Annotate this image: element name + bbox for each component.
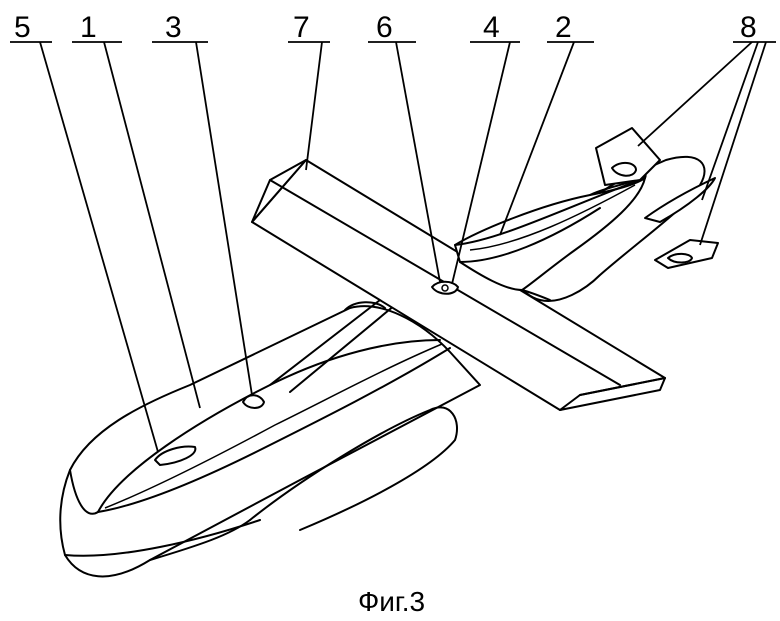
callout-8: 8 [740,11,757,44]
fuselage-side-panel [249,406,458,531]
side-tail-fin [644,177,716,223]
dorsal-fairing [454,169,647,301]
callout-7: 7 [293,11,310,44]
tail-surfaces [595,127,719,269]
callout-1: 1 [80,11,97,44]
upper-tail-fin [595,127,661,186]
callout-6: 6 [376,11,393,44]
fairing-body [454,177,646,291]
wing [251,159,666,411]
callout-4: 4 [483,11,500,44]
callout-2: 2 [555,11,572,44]
camera-turret [242,394,265,409]
forward-sensor-window [154,445,197,466]
callout-3: 3 [165,11,182,44]
wing-hatch-fitting [431,280,459,295]
callout-labels: 5 1 3 7 6 4 2 8 [10,11,776,453]
item-details [154,280,459,466]
wing-left-tip [251,159,307,223]
figure-caption: Фиг.3 [358,586,425,617]
fuselage-front-body [59,305,481,578]
callout-5: 5 [14,11,31,44]
